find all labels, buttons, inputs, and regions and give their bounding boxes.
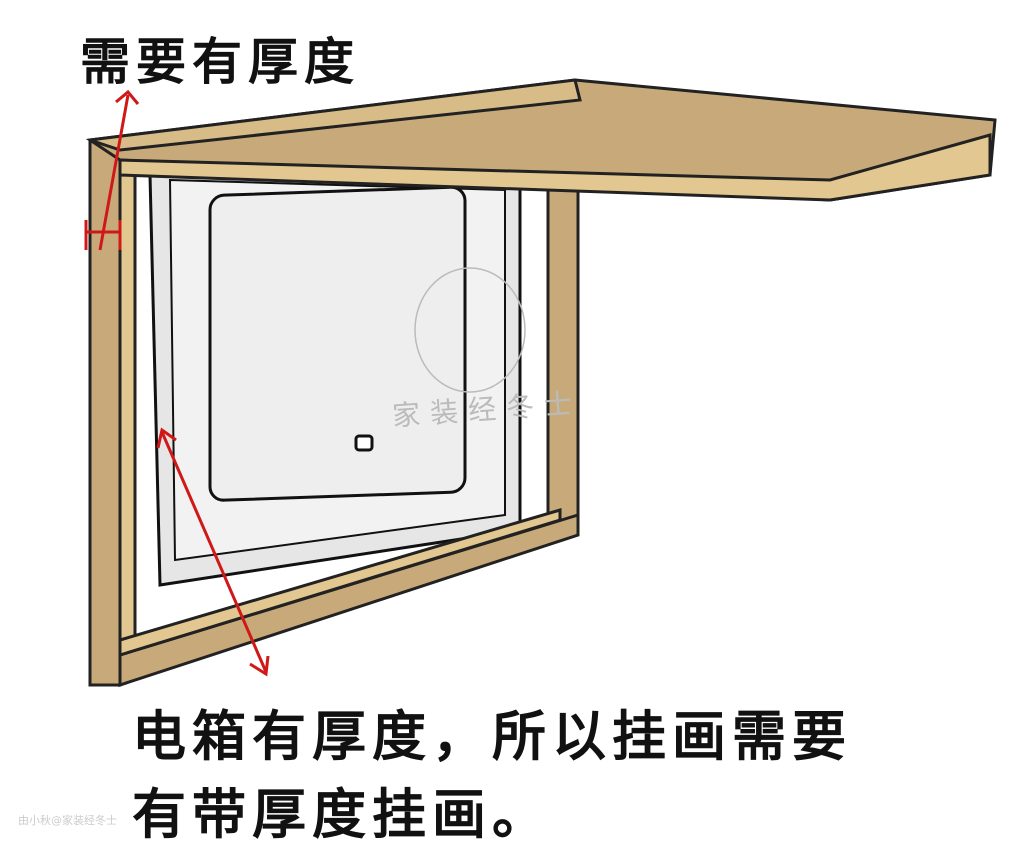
watermark-face — [414, 267, 526, 393]
bottom-annotation-line1: 电箱有厚度，所以挂画需要 — [132, 705, 852, 768]
painting-frame — [88, 138, 580, 688]
top-annotation: 需要有厚度 — [80, 33, 360, 91]
top-board — [85, 78, 997, 202]
electric-box — [148, 173, 522, 587]
bottom-annotation-line2: 有带厚度挂画。 — [132, 783, 552, 846]
thickness-arrows — [84, 89, 270, 677]
credit-text: 由小秋@家装经冬士 — [18, 814, 117, 827]
